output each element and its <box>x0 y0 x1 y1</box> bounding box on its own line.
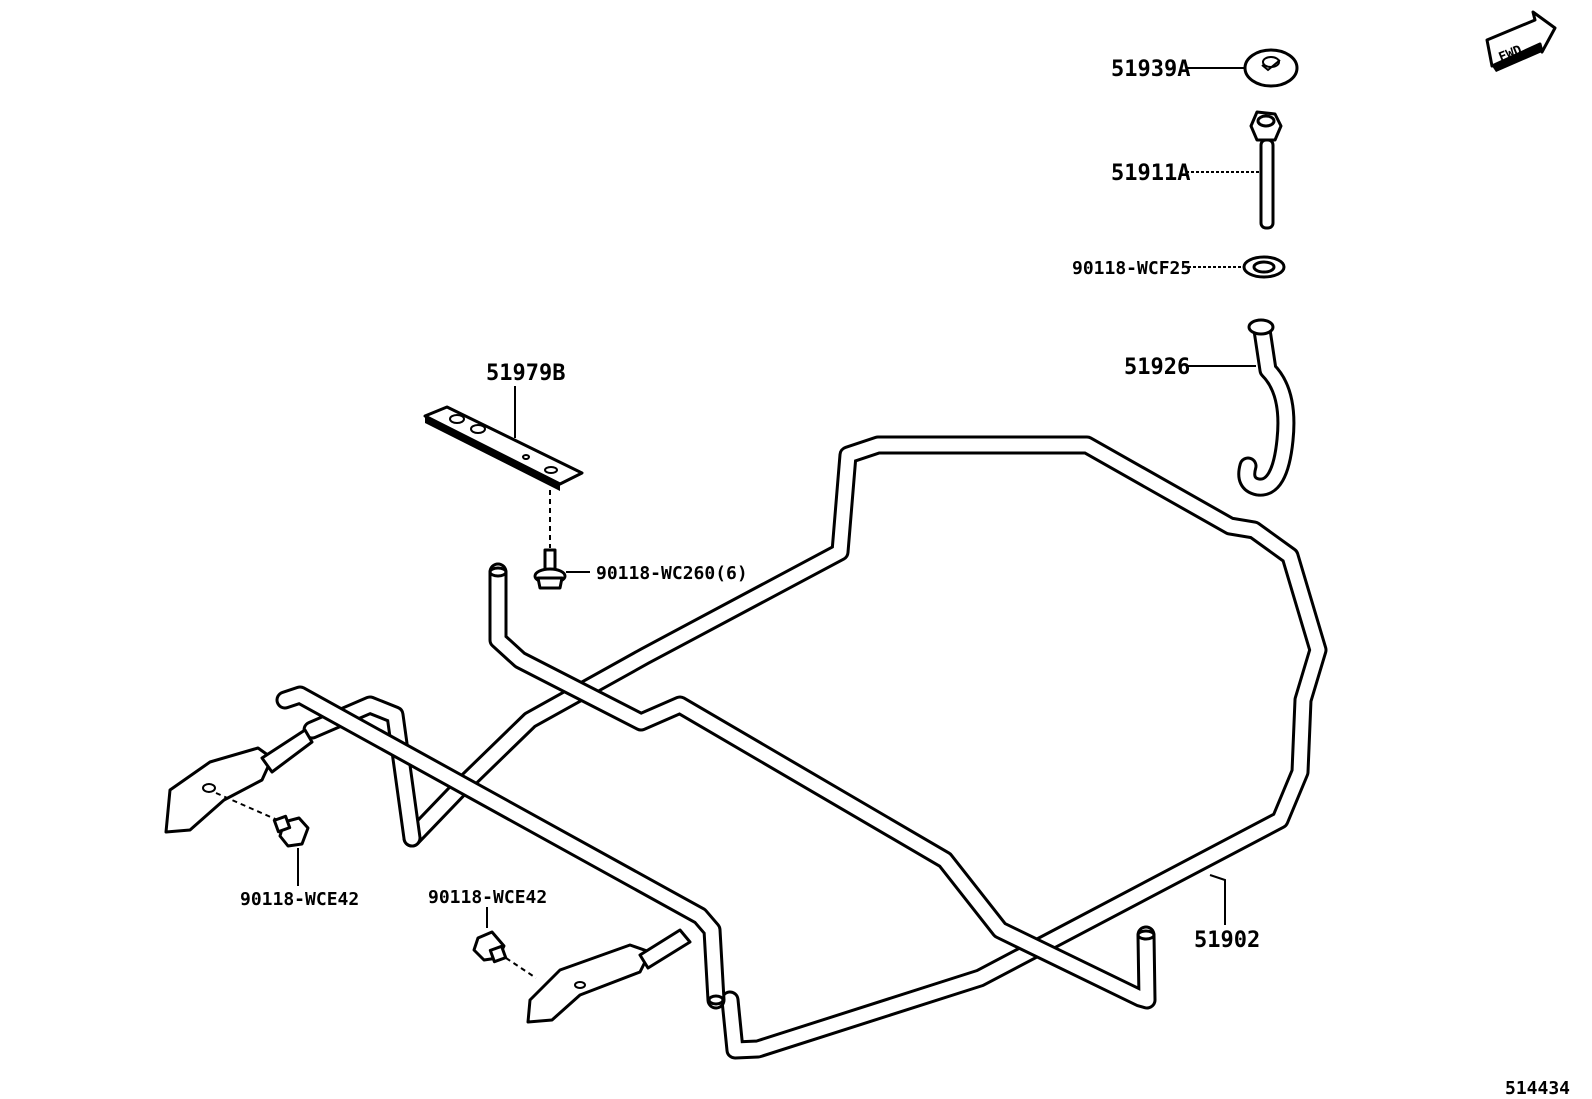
label-90118-wce42-center[interactable]: 90118-WCE42 <box>428 887 547 908</box>
part-90118-wce42-left-bolt[interactable] <box>272 814 310 848</box>
label-51979b[interactable]: 51979B <box>486 361 565 386</box>
part-90118-wcf25-washer[interactable] <box>1242 255 1286 279</box>
part-51926-hook[interactable] <box>1237 318 1296 497</box>
label-51926[interactable]: 51926 <box>1124 355 1190 380</box>
label-51902[interactable]: 51902 <box>1194 928 1260 953</box>
label-90118-wc260[interactable]: 90118-WC260(6) <box>596 563 748 584</box>
label-90118-wcf25[interactable]: 90118-WCF25 <box>1072 258 1191 279</box>
part-90118-wce42-center-bolt[interactable] <box>472 930 508 964</box>
label-90118-wce42-left[interactable]: 90118-WCE42 <box>240 889 359 910</box>
part-90118-wc260-bolt[interactable] <box>533 548 567 590</box>
part-51911a-bolt[interactable] <box>1249 110 1283 230</box>
part-51939a-cap[interactable] <box>1243 48 1299 88</box>
label-51939a[interactable]: 51939A <box>1111 57 1190 82</box>
part-51902-frame[interactable] <box>164 435 1328 1060</box>
reference-number: 514434 <box>1505 1078 1570 1099</box>
label-51911a[interactable]: 51911A <box>1111 161 1190 186</box>
fwd-arrow-icon: FWD <box>1485 10 1557 72</box>
part-51979b-plate[interactable] <box>423 405 584 491</box>
